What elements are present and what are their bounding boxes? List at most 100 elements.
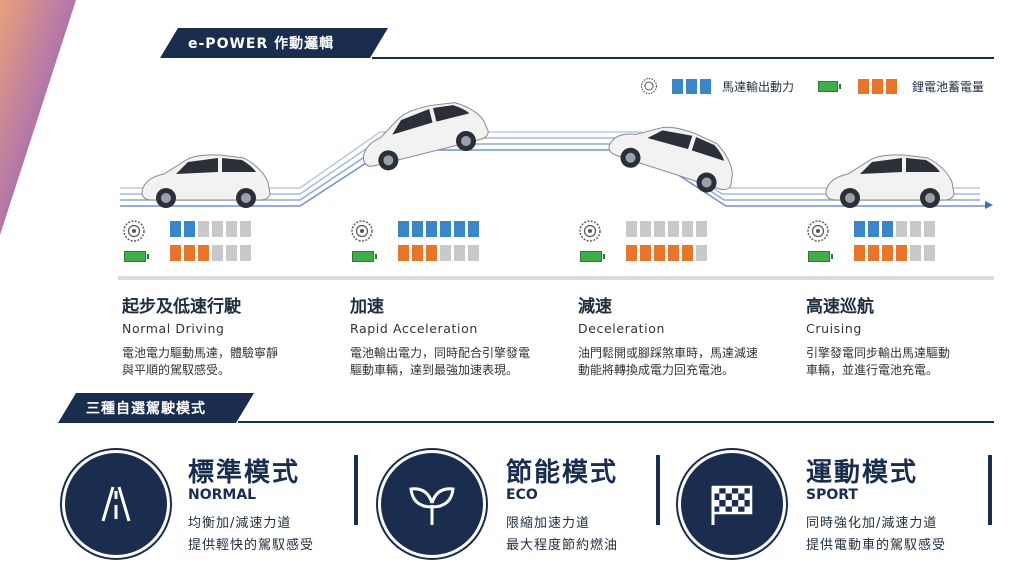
motor-level-cell: [868, 221, 879, 237]
battery-icon: [818, 80, 842, 92]
stage-title: 加速: [350, 297, 384, 317]
car-deceleration: [608, 126, 733, 193]
stage-description: 電池電力驅動馬達，體驗寧靜 與平順的駕馭感受。: [122, 345, 322, 379]
mode-divider: [656, 455, 660, 525]
stage-title: 起步及低速行駛: [122, 297, 241, 317]
modes-section-tab: 三種自選駕駛模式: [58, 393, 254, 423]
logic-section-title: e-POWER 作動邏輯: [188, 36, 335, 52]
mode-description-line: 提供電動車的駕馭感受: [806, 538, 947, 553]
motor-level-cell: [668, 221, 679, 237]
mode-description-normal: 均衡加/減速力道 提供輕快的駕馭感受: [188, 513, 314, 557]
battery-level-cell: [868, 245, 879, 261]
motor-gear-icon: [640, 77, 658, 95]
legend-battery-bar: [886, 78, 898, 94]
stage-description: 引擎發電同步輸出馬達驅動 車輛，並進行電池充電。: [806, 345, 1006, 379]
motor-gear-icon: [579, 220, 601, 242]
battery-level-cell: [454, 245, 465, 261]
motor-level-cell: [398, 221, 409, 237]
battery-level-cell: [184, 245, 195, 261]
legend: 馬達輸出動力 鋰電池蓄電量: [640, 77, 984, 95]
battery-level-cell: [696, 245, 707, 261]
legend-motor-label: 馬達輸出動力: [722, 79, 795, 94]
battery-level-cell: [468, 245, 479, 261]
mode-title-eco: 節能模式: [506, 458, 619, 488]
motor-level-cell: [412, 221, 423, 237]
motor-level-cell: [440, 221, 451, 237]
battery-icon: [580, 251, 605, 262]
battery-level-cell: [440, 245, 451, 261]
stage-cruising: 高速巡航 Cruising 引擎發電同步輸出馬達驅動 車輛，並進行電池充電。: [806, 292, 1016, 379]
battery-level-cell: [398, 245, 409, 261]
motor-level-cell: [854, 221, 865, 237]
sprout-icon: [409, 487, 455, 525]
mode-description-line: 提供輕快的駕馭感受: [188, 538, 315, 553]
stage-description-line: 電池輸出電力，同時配合引擎發電: [350, 346, 531, 360]
mode-title-normal: 標準模式: [188, 458, 301, 488]
mode-description-sport: 同時強化加/減速力道 提供電動車的駕馭感受: [806, 513, 946, 557]
stage-description-line: 驅動車輛，達到最強加速表現。: [350, 363, 519, 377]
motor-level-cell: [170, 221, 181, 237]
motor-level-cell: [184, 221, 195, 237]
motor-level-cell: [924, 221, 935, 237]
stage-description-line: 油門鬆開或腳踩煞車時，馬達減速: [578, 346, 759, 360]
battery-level-cell: [896, 245, 907, 261]
mode-subtitle-normal: NORMAL: [188, 487, 257, 503]
legend-motor-bar: [686, 78, 697, 94]
corner-decoration: [0, 0, 90, 240]
stage-description-line: 動能將轉換成電力回充電池。: [578, 363, 735, 377]
motor-level-cell: [212, 221, 223, 237]
mode-description-line: 同時強化加/減速力道: [806, 516, 938, 531]
sport-mode-badge: [681, 453, 783, 555]
battery-level-cell: [626, 245, 637, 261]
mode-subtitle-eco: ECO: [506, 487, 538, 503]
battery-level-cell: [640, 245, 651, 261]
checkered-flag-icon: [711, 485, 753, 525]
motor-level-cell: [882, 221, 893, 237]
stage-subtitle: Rapid Acceleration: [350, 321, 478, 336]
logic-section-tab: e-POWER 作動邏輯: [160, 28, 388, 58]
mode-description-line: 均衡加/減速力道: [188, 516, 292, 531]
stage-subtitle: Deceleration: [578, 321, 665, 336]
battery-level-cell: [910, 245, 921, 261]
normal-mode-badge: [65, 453, 167, 555]
eco-mode-badge: [381, 453, 483, 555]
motor-level-cell: [682, 221, 693, 237]
mode-divider: [988, 455, 992, 525]
stage-deceleration: 減速 Deceleration 油門鬆開或腳踩煞車時，馬達減速 動能將轉換成電力…: [578, 292, 788, 379]
battery-level-cell: [854, 245, 865, 261]
mode-description-eco: 限縮加速力道 最大程度節約燃油: [506, 513, 618, 557]
motor-level-cell: [426, 221, 437, 237]
legend-motor-bar: [700, 78, 711, 94]
stage-subtitle: Cruising: [806, 321, 862, 336]
mode-description-line: 最大程度節約燃油: [506, 538, 619, 553]
motor-level-cell: [626, 221, 637, 237]
battery-icon: [124, 251, 149, 262]
logic-section-divider: [372, 57, 994, 59]
legend-battery-bar: [872, 78, 884, 94]
battery-icon: [808, 251, 833, 262]
motor-gear-icon: [351, 220, 373, 242]
motor-level-cell: [226, 221, 237, 237]
car-normal: [141, 154, 271, 208]
battery-level-cell: [412, 245, 423, 261]
battery-level-cell: [240, 245, 251, 261]
stage-description: 電池輸出電力，同時配合引擎發電 驅動車輛，達到最強加速表現。: [350, 345, 550, 379]
battery-level-cell: [212, 245, 223, 261]
motor-gear-icon: [123, 220, 145, 242]
road-icon: [101, 486, 131, 522]
motor-level-cell: [198, 221, 209, 237]
battery-level-cell: [924, 245, 935, 261]
battery-level-cell: [170, 245, 181, 261]
driving-path-illustration: [120, 102, 993, 209]
motor-level-cell: [910, 221, 921, 237]
stage-description-line: 與平順的駕馭感受。: [122, 363, 231, 377]
battery-level-cell: [226, 245, 237, 261]
legend-battery-bar: [858, 78, 870, 94]
stage-rapid-acceleration: 加速 Rapid Acceleration 電池輸出電力，同時配合引擎發電 驅動…: [350, 292, 560, 379]
mode-subtitle-sport: SPORT: [806, 487, 858, 503]
motor-gear-icon: [807, 220, 829, 242]
motor-level-cell: [640, 221, 651, 237]
car-cruising: [825, 154, 955, 208]
motor-level-cell: [696, 221, 707, 237]
motor-level-cell: [468, 221, 479, 237]
